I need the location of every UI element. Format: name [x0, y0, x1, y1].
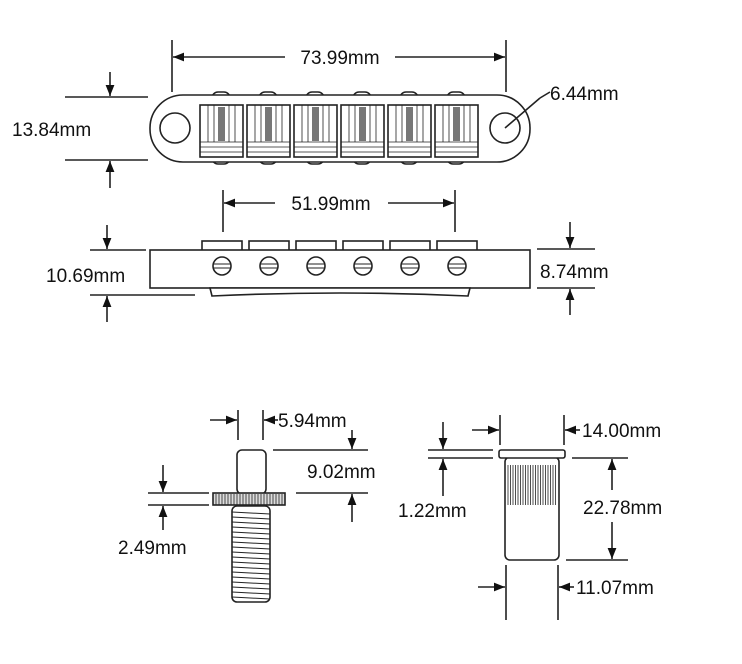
- intonation-screw: [353, 256, 373, 276]
- intonation-screw: [259, 256, 279, 276]
- thread-line: [231, 536, 271, 540]
- thread-line: [231, 566, 271, 570]
- thread-line: [231, 511, 271, 515]
- bridge-top-view: [149, 91, 531, 165]
- label-insert-body-diameter: 11.07mm: [576, 578, 654, 599]
- saddle-screw: [312, 107, 319, 141]
- saddle-screw: [453, 107, 460, 141]
- thread-line: [231, 551, 271, 555]
- dimension-bridge-depth: 13.84mm: [12, 72, 148, 188]
- thread-line: [231, 541, 271, 545]
- thread-line: [231, 526, 271, 530]
- label-stud-post-diameter: 5.94mm: [278, 411, 347, 432]
- thread-line: [231, 521, 271, 525]
- label-saddle-span: 51.99mm: [291, 194, 370, 215]
- label-insert-flange-diameter: 14.00mm: [582, 421, 661, 442]
- dimension-stud-post-height: 9.02mm: [273, 430, 376, 522]
- dimension-insert-flange-diameter: 14.00mm: [472, 415, 661, 445]
- intonation-screw: [212, 256, 232, 276]
- thread-line: [231, 516, 271, 520]
- dimension-stud-flange-thickness: 2.49mm: [118, 465, 209, 559]
- dimension-bridge-body-height: 8.74mm: [537, 222, 609, 315]
- thread-line: [231, 556, 271, 560]
- dimension-saddle-span: 51.99mm: [222, 190, 456, 232]
- thread-line: [231, 546, 271, 550]
- label-post-hole: 6.44mm: [550, 84, 619, 105]
- saddle-screw: [265, 107, 272, 141]
- thread-line: [231, 596, 271, 600]
- thread-line: [231, 586, 271, 590]
- thread-line: [231, 581, 271, 585]
- label-bridge-depth: 13.84mm: [12, 120, 91, 141]
- label-insert-flange-thickness: 1.22mm: [398, 501, 467, 522]
- thread-line: [231, 576, 271, 580]
- saddle-screw: [218, 107, 225, 141]
- stud: [212, 449, 286, 603]
- thread-line: [231, 571, 271, 575]
- label-stud-flange-thickness: 2.49mm: [118, 538, 187, 559]
- saddle-screw: [406, 107, 413, 141]
- intonation-screw: [306, 256, 326, 276]
- label-bridge-height-total: 10.69mm: [46, 266, 125, 287]
- insert: [498, 449, 566, 561]
- label-bridge-length: 73.99mm: [300, 48, 379, 69]
- dimension-post-hole: 6.44mm: [504, 84, 619, 129]
- bridge-side-view: [149, 240, 531, 297]
- label-stud-post-height: 9.02mm: [307, 462, 376, 483]
- saddle-screw: [359, 107, 366, 141]
- thread-line: [231, 531, 271, 535]
- dimension-insert-flange-thickness: 1.22mm: [398, 422, 493, 522]
- dimension-insert-length: 22.78mm: [566, 457, 662, 561]
- thread-line: [231, 591, 271, 595]
- dimension-stud-post-diameter: 5.94mm: [210, 410, 347, 440]
- label-insert-length: 22.78mm: [583, 498, 662, 519]
- intonation-screw: [447, 256, 467, 276]
- dimension-bridge-length: 73.99mm: [171, 40, 507, 92]
- thread-line: [231, 561, 271, 565]
- post-hole-left: [159, 112, 191, 144]
- label-bridge-body-height: 8.74mm: [540, 262, 609, 283]
- dimension-bridge-height-total: 10.69mm: [46, 225, 195, 322]
- intonation-screw: [400, 256, 420, 276]
- dimension-insert-body-diameter: 11.07mm: [478, 565, 654, 620]
